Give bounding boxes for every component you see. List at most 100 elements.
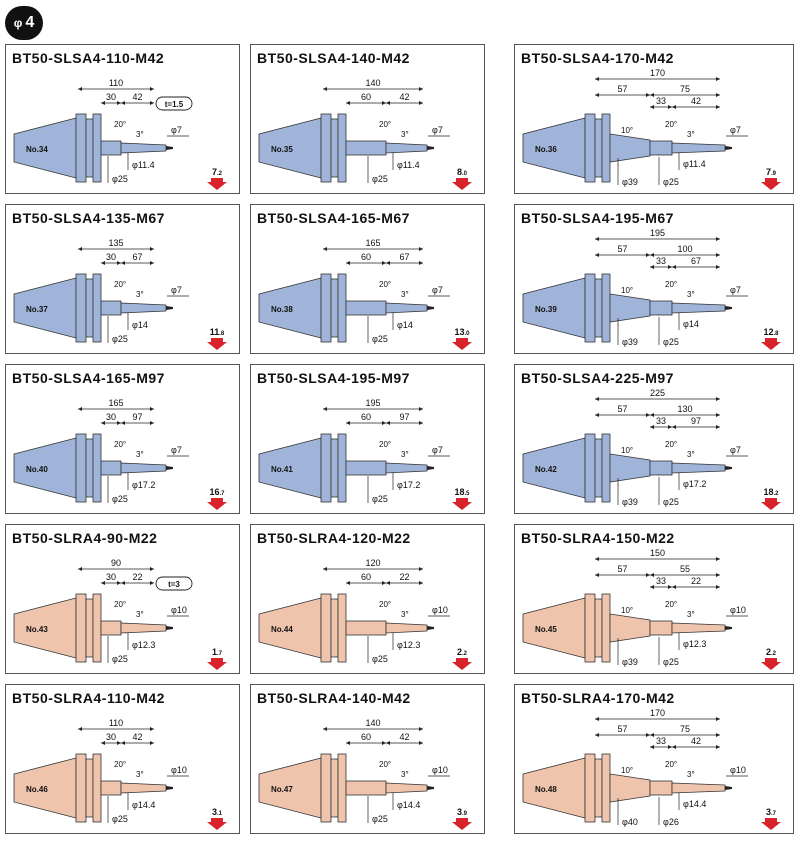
body-section	[649, 140, 673, 156]
flange	[320, 753, 332, 823]
dia-body: φ25	[112, 654, 128, 664]
dim-d2-label: 42	[132, 92, 142, 102]
dia-neck: φ12.3	[397, 640, 420, 650]
dia-body2: φ26	[663, 817, 679, 827]
body-section	[100, 780, 122, 796]
tip	[725, 146, 732, 150]
dia-tip: φ7	[432, 125, 443, 135]
dim-d4-arrow-left	[672, 265, 676, 269]
angle-2: 3°	[687, 770, 695, 779]
angle-1: 20°	[379, 760, 391, 769]
dim-d3-arrow-right	[668, 585, 672, 589]
angle-1: 20°	[665, 760, 677, 769]
dim-d1-label: 30	[106, 572, 116, 582]
dia-body2: φ25	[663, 337, 679, 347]
dim-d3-arrow-left	[650, 745, 654, 749]
flange	[584, 593, 596, 663]
neck-section	[385, 622, 428, 634]
dim-d2-arrow-right	[419, 261, 423, 265]
card-title: BT50-SLRA4-90-M22	[12, 530, 158, 546]
body-section	[100, 140, 122, 156]
dim-d2-arrow-left	[386, 741, 390, 745]
dim-total-label: 110	[109, 78, 123, 88]
dia-tip: φ7	[432, 445, 443, 455]
dim-total-label: 170	[650, 68, 665, 78]
dia-neck: φ12.3	[132, 640, 155, 650]
tool-number: No.45	[535, 625, 557, 634]
tip	[427, 786, 434, 790]
dim-d3-arrow-right	[668, 745, 672, 749]
dia-tip: φ10	[730, 765, 746, 775]
angle-1: 20°	[114, 760, 126, 769]
dim-total-arrow-left	[78, 87, 82, 91]
dia-body: φ39	[622, 657, 638, 667]
card-title: BT50-SLRA4-120-M22	[257, 530, 411, 546]
dim-d4-label: 22	[691, 576, 701, 586]
dim-d2-arrow-right	[716, 413, 720, 417]
weight-arrow-icon	[761, 658, 781, 670]
weight-value: 12.8	[763, 327, 779, 337]
thickness-callout	[155, 96, 193, 111]
body-section	[100, 620, 122, 636]
weight-arrow-icon	[452, 658, 472, 670]
body-taper	[609, 773, 651, 803]
dim-d2-label: 100	[677, 244, 692, 254]
dim-d1-arrow-right	[117, 741, 121, 745]
weight-decimal: .0	[462, 171, 468, 177]
flange	[320, 433, 332, 503]
tool-number: No.34	[26, 145, 48, 154]
dim-total-label: 110	[109, 718, 123, 728]
dim-d2-arrow-right	[150, 581, 154, 585]
angle-2: 3°	[401, 290, 409, 299]
card-title: BT50-SLRA4-170-M42	[521, 690, 675, 706]
dim-total-arrow-left	[323, 567, 327, 571]
dim-d2-arrow-left	[650, 573, 654, 577]
dia-tip: φ7	[171, 285, 182, 295]
dia-tip: φ7	[432, 285, 443, 295]
dim-total-arrow-right	[419, 407, 423, 411]
dim-d2-arrow-left	[650, 733, 654, 737]
angle-1: 20°	[379, 440, 391, 449]
angle-2: 3°	[136, 610, 144, 619]
dim-d1-arrow-left	[346, 261, 350, 265]
dim-d2-label: 75	[680, 724, 690, 734]
dim-d2-arrow-right	[150, 101, 154, 105]
weight-arrow-icon	[452, 338, 472, 350]
dim-total-arrow-left	[78, 407, 82, 411]
dim-d1-arrow-right	[117, 261, 121, 265]
dim-d2-arrow-right	[150, 261, 154, 265]
angle-1: 20°	[114, 120, 126, 129]
neck-section	[671, 142, 726, 154]
tip	[427, 626, 434, 630]
dia-body: φ25	[112, 174, 128, 184]
card-title: BT50-SLSA4-225-M97	[521, 370, 674, 386]
angle-1: 20°	[665, 440, 677, 449]
flange	[320, 593, 332, 663]
weight-arrow-icon	[761, 178, 781, 190]
dim-d2-arrow-left	[386, 101, 390, 105]
weight-value: 7.9	[766, 167, 777, 177]
angle-2: 3°	[687, 130, 695, 139]
dia-body2: φ25	[663, 177, 679, 187]
flange	[584, 273, 596, 343]
card-title: BT50-SLSA4-140-M42	[257, 50, 410, 66]
body-section	[649, 620, 673, 636]
dim-d4-label: 42	[691, 96, 701, 106]
